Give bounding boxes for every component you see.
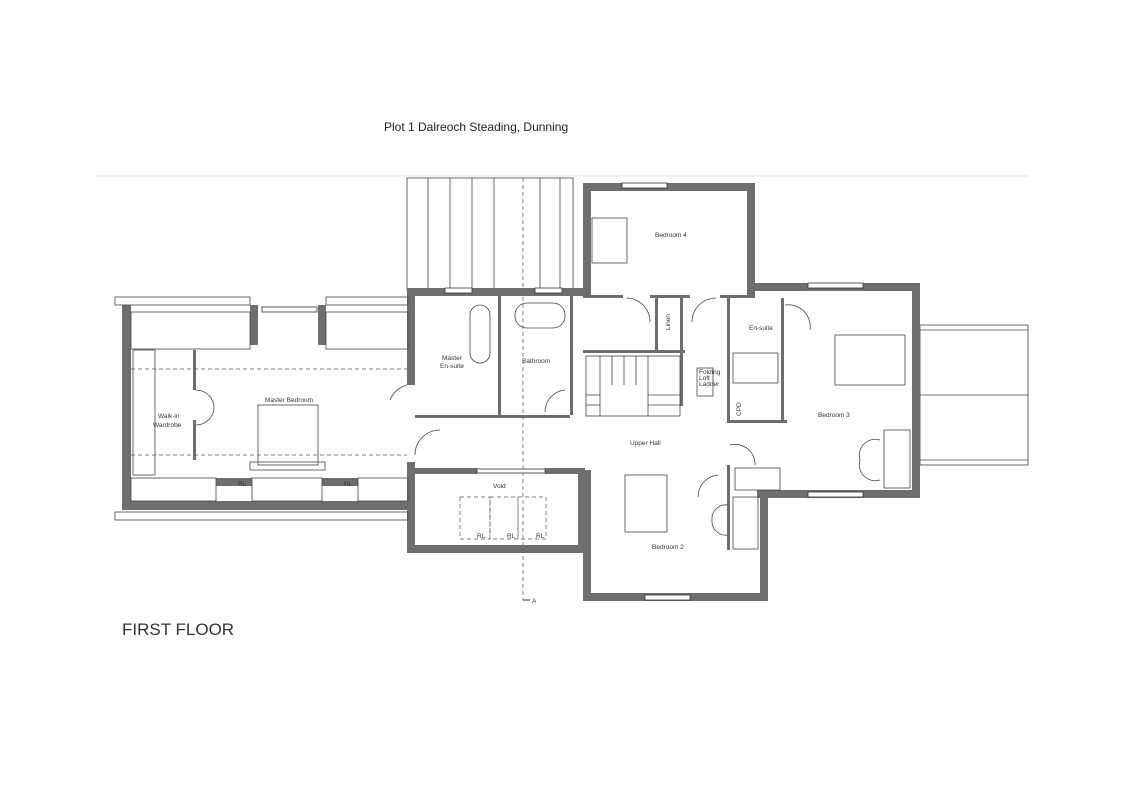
eaves-storage xyxy=(114,296,409,521)
label-walk-in-2: Wardrobe xyxy=(153,422,182,429)
walls xyxy=(122,183,920,601)
label-master-ensuite-1: Master xyxy=(442,355,463,362)
bath-ensuite-bed3 xyxy=(732,352,779,384)
bath-bathroom xyxy=(514,302,566,329)
drawing-title: Plot 1 Dalreoch Steading, Dunning xyxy=(384,120,569,134)
section-label: A xyxy=(532,598,537,605)
label-rooflight: RL xyxy=(238,481,247,488)
label-rooflight: RL xyxy=(536,533,545,540)
label-loft-ladder-2: Loft xyxy=(699,375,710,382)
label-bathroom: Bathroom xyxy=(522,358,550,365)
windows xyxy=(261,182,864,601)
label-bedroom4: Bedroom 4 xyxy=(655,232,687,239)
label-rooflight: RL xyxy=(507,533,516,540)
label-cpd: CPD xyxy=(736,402,743,416)
label-loft-ladder-3: Ladder xyxy=(699,381,720,388)
bed-bedroom2 xyxy=(624,474,668,533)
label-bedroom3: Bedroom 3 xyxy=(818,412,850,419)
label-bedroom2: Bedroom 2 xyxy=(652,544,684,551)
label-rooflight: RL xyxy=(344,481,353,488)
bed-bedroom4 xyxy=(591,217,628,264)
deck xyxy=(919,324,1029,466)
label-rooflight: RL xyxy=(477,533,486,540)
doors xyxy=(195,297,881,536)
staircase xyxy=(585,355,681,417)
label-walk-in-1: Walk-in xyxy=(158,413,180,420)
label-upper-hall: Upper Hall xyxy=(630,440,661,447)
void-rooflights xyxy=(459,496,547,540)
wardrobe-bed3 xyxy=(883,429,911,489)
wardrobe-walk-in xyxy=(132,349,156,476)
label-master-ensuite-2: En-suite xyxy=(440,363,464,370)
loft-ladder xyxy=(696,367,714,397)
label-ensuite: En-suite xyxy=(749,325,773,332)
label-linen: Linen xyxy=(665,314,672,330)
label-master-bedroom: Master Bedroom xyxy=(265,397,313,404)
label-void: Void xyxy=(493,483,506,490)
bed-bedroom3 xyxy=(834,334,906,386)
wardrobe-bed3-hall xyxy=(734,467,781,491)
wardrobe-bed2 xyxy=(732,496,759,550)
label-loft-ladder-1: Folding xyxy=(699,369,721,376)
bath-ensuite xyxy=(469,304,491,364)
roof-area xyxy=(406,177,574,291)
floor-label: FIRST FLOOR xyxy=(122,620,235,639)
